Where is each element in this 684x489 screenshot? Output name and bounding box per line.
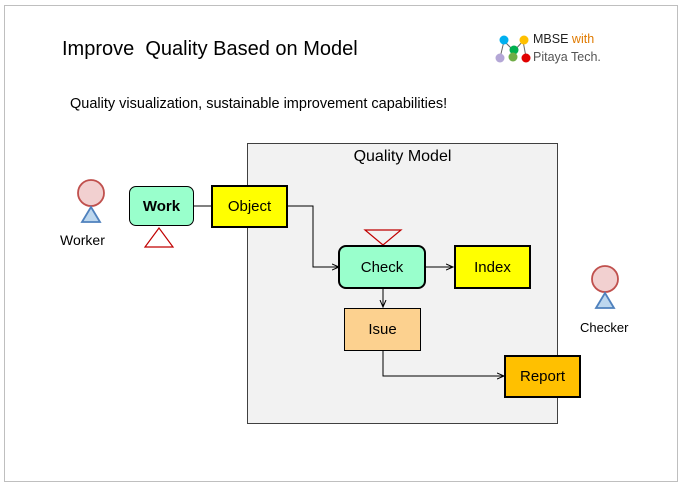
- check-event-triangle-icon: [363, 229, 403, 246]
- worker-actor-icon: [77, 179, 105, 223]
- page-subtitle: Quality visualization, sustainable impro…: [70, 96, 448, 112]
- checker-actor-icon: [591, 265, 619, 309]
- index-node[interactable]: Index: [454, 245, 531, 289]
- brand-name: MBSE with: [533, 32, 595, 46]
- work-node[interactable]: Work: [129, 186, 194, 226]
- issue-node[interactable]: Isue: [344, 308, 421, 351]
- object-check-arrow: [287, 205, 339, 267]
- issue-report-arrow: [382, 351, 504, 376]
- work-start-triangle-icon: [143, 226, 175, 248]
- report-node[interactable]: Report: [504, 355, 581, 398]
- checker-label: Checker: [580, 320, 629, 335]
- page-title: Improve Quality Based on Model: [62, 38, 358, 60]
- worker-label: Worker: [60, 232, 105, 248]
- quality-model-title: Quality Model: [353, 148, 452, 165]
- object-node[interactable]: Object: [211, 185, 288, 228]
- check-node[interactable]: Check: [338, 245, 426, 289]
- brand-company: Pitaya Tech.: [533, 50, 601, 64]
